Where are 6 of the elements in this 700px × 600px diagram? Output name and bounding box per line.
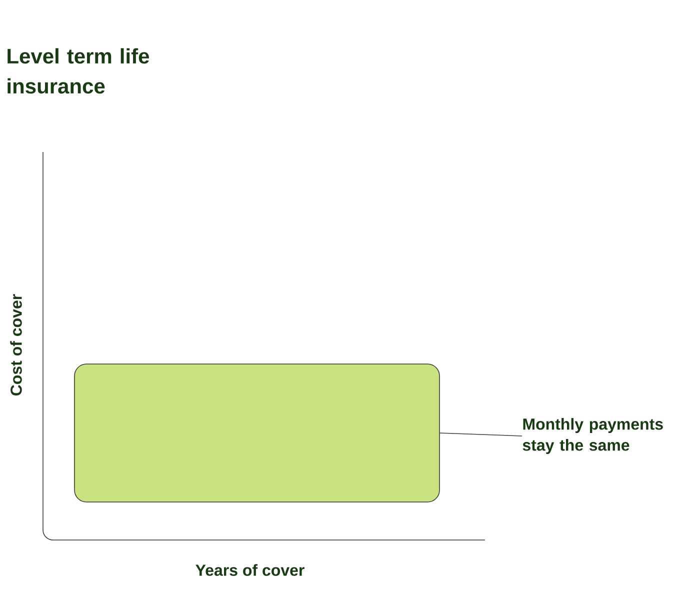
title: Level term life insurance — [8, 48, 150, 94]
leader-line — [440, 432, 522, 436]
axis-label: Years of cover — [196, 564, 304, 576]
callout-text: Monthly payments stay the same — [522, 418, 663, 454]
bar-block — [74, 364, 440, 502]
axis-label: Cost of cover — [10, 294, 22, 396]
